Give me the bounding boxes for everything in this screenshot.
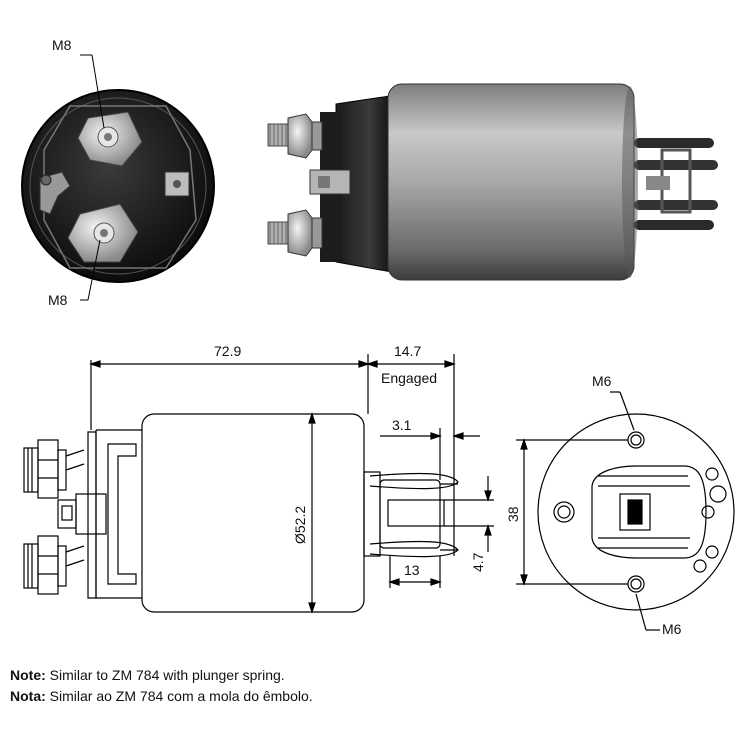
bottom-terminal-nut bbox=[67, 203, 139, 263]
label-m8-top: M8 bbox=[52, 37, 72, 53]
side-view-photo bbox=[267, 83, 718, 281]
notes: Note: Similar to ZM 784 with plunger spr… bbox=[10, 665, 313, 707]
drawing-spade bbox=[57, 493, 107, 535]
top-terminal-nut bbox=[77, 111, 143, 167]
bottom-stud bbox=[267, 209, 323, 257]
drawing-bottom-stud bbox=[23, 535, 85, 595]
technical-drawing bbox=[23, 354, 735, 631]
note-en-label: Note: bbox=[10, 667, 46, 683]
dim-plunger-width: 4.7 bbox=[470, 552, 486, 572]
drawing-rear-view bbox=[516, 391, 735, 631]
dim-diameter: Ø52.2 bbox=[292, 506, 308, 544]
drawing-top-stud bbox=[23, 439, 85, 499]
dim-mount-spacing: 38 bbox=[505, 506, 521, 522]
dim-offset: 3.1 bbox=[392, 417, 412, 433]
drawing-body bbox=[141, 413, 365, 613]
label-m6-bottom: M6 bbox=[662, 621, 682, 637]
drawing-plunger bbox=[363, 471, 459, 558]
note-pt-text: Similar ao ZM 784 com a mola do êmbolo. bbox=[45, 688, 313, 704]
engaged-label: Engaged bbox=[381, 370, 437, 386]
label-m8-bottom: M8 bbox=[48, 292, 68, 308]
plunger-spring bbox=[634, 138, 718, 230]
top-stud bbox=[267, 113, 323, 159]
end-view-photo: M8 M8 bbox=[21, 37, 215, 308]
dim-engaged-length: 14.7 bbox=[394, 343, 421, 359]
solenoid-can bbox=[387, 83, 635, 281]
note-pt-label: Nota: bbox=[10, 688, 46, 704]
dim-plunger-length: 13 bbox=[404, 562, 420, 578]
note-en-text: Similar to ZM 784 with plunger spring. bbox=[45, 667, 285, 683]
note-en: Note: Similar to ZM 784 with plunger spr… bbox=[10, 665, 313, 686]
dim-length: 72.9 bbox=[214, 343, 241, 359]
side-spade-terminal bbox=[309, 169, 351, 195]
note-pt: Nota: Similar ao ZM 784 com a mola do êm… bbox=[10, 686, 313, 707]
drawing-cap bbox=[95, 429, 142, 599]
label-m6-top: M6 bbox=[592, 373, 612, 389]
